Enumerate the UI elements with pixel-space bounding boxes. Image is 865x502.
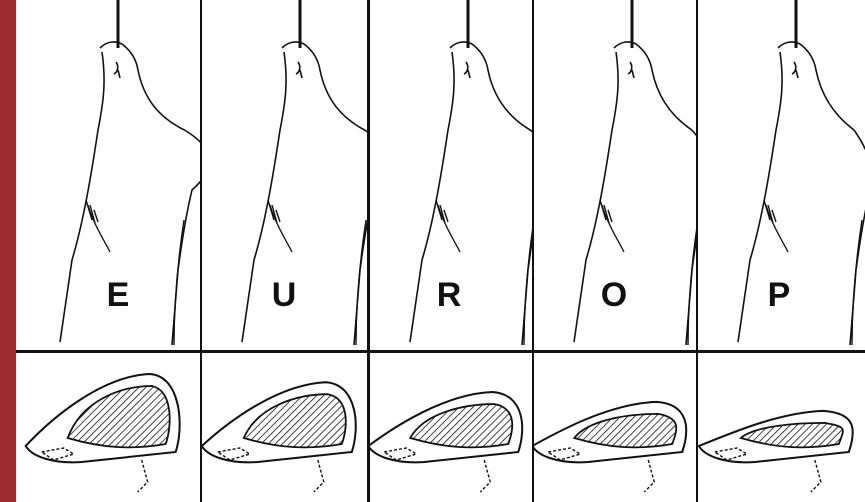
cross-section-4 <box>534 354 696 500</box>
cross-section-1 <box>16 354 200 500</box>
cross-section-3 <box>370 354 532 500</box>
class-label-u: U <box>272 278 297 312</box>
class-label-e: E <box>107 278 130 312</box>
horizontal-divider <box>16 350 865 353</box>
cross-section-2 <box>202 354 367 500</box>
class-label-p: P <box>768 278 791 312</box>
class-label-r: R <box>437 278 462 312</box>
cross-section-5 <box>698 354 865 500</box>
class-label-o: O <box>601 278 627 312</box>
left-edge-bar <box>0 0 16 502</box>
